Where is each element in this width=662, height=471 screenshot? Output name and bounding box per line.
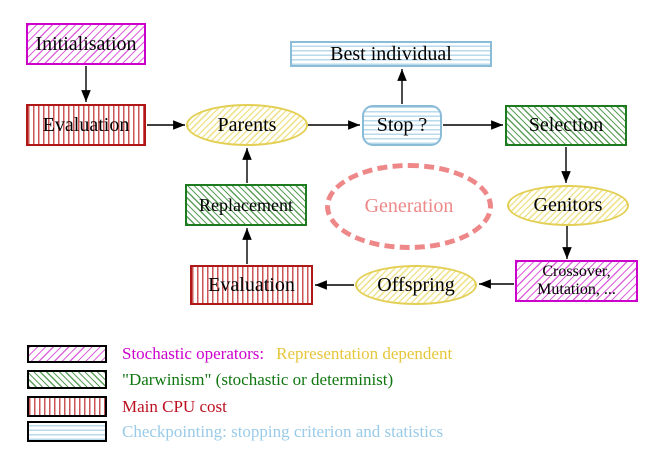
legend-swatch-red-stripes xyxy=(27,396,107,417)
legend-item-darwinism: "Darwinism" (stochastic or determinist) xyxy=(27,370,393,389)
node-best-individual-label: Best individual xyxy=(330,42,452,65)
node-selection: Selection xyxy=(505,105,627,146)
legend-swatch-magenta-hatch xyxy=(27,345,107,363)
node-best-individual: Best individual xyxy=(290,41,492,67)
node-crossover-line1: Crossover, xyxy=(542,262,611,280)
node-evaluation-top: Evaluation xyxy=(26,104,146,146)
node-replacement: Replacement xyxy=(185,184,307,226)
legend-label-checkpointing: Checkpointing: stopping criterion and st… xyxy=(122,421,444,441)
node-stop: Stop ? xyxy=(362,105,442,146)
node-initialisation: Initialisation xyxy=(26,23,146,65)
node-evaluation-bottom: Evaluation xyxy=(190,265,313,305)
node-replacement-label: Replacement xyxy=(199,194,293,215)
legend-label-main-cpu-cost: Main CPU cost xyxy=(122,396,227,416)
node-crossover-line2: Mutation, ... xyxy=(537,281,616,298)
legend-item-stochastic-operators: Stochastic operators: Representation dep… xyxy=(27,344,453,363)
node-initialisation-label: Initialisation xyxy=(35,32,137,55)
legend-label-representation-dependent: Representation dependent xyxy=(276,344,453,363)
node-crossover-mutation: Crossover, Mutation, ... xyxy=(515,260,638,302)
node-parents: Parents xyxy=(186,104,308,146)
legend-swatch-cyan-stripes xyxy=(27,421,107,442)
legend-item-checkpointing: Checkpointing: stopping criterion and st… xyxy=(27,421,443,442)
node-generation-loop: Generation xyxy=(325,163,493,250)
legend-label-stochastic-operators: Stochastic operators: xyxy=(122,344,265,363)
node-genitors-label: Genitors xyxy=(533,194,603,216)
node-generation-label: Generation xyxy=(364,195,454,217)
node-genitors: Genitors xyxy=(507,185,629,226)
legend-swatch-green-hatch xyxy=(27,370,107,389)
node-selection-label: Selection xyxy=(528,114,604,136)
node-offspring: Offspring xyxy=(355,265,477,305)
node-evaluation-top-label: Evaluation xyxy=(42,113,130,136)
legend-item-main-cpu-cost: Main CPU cost xyxy=(27,396,227,417)
node-parents-label: Parents xyxy=(217,113,277,136)
node-offspring-label: Offspring xyxy=(377,273,455,296)
node-evaluation-bottom-label: Evaluation xyxy=(208,273,295,296)
node-stop-label: Stop ? xyxy=(376,114,428,136)
legend-label-darwinism: "Darwinism" (stochastic or determinist) xyxy=(122,369,394,389)
